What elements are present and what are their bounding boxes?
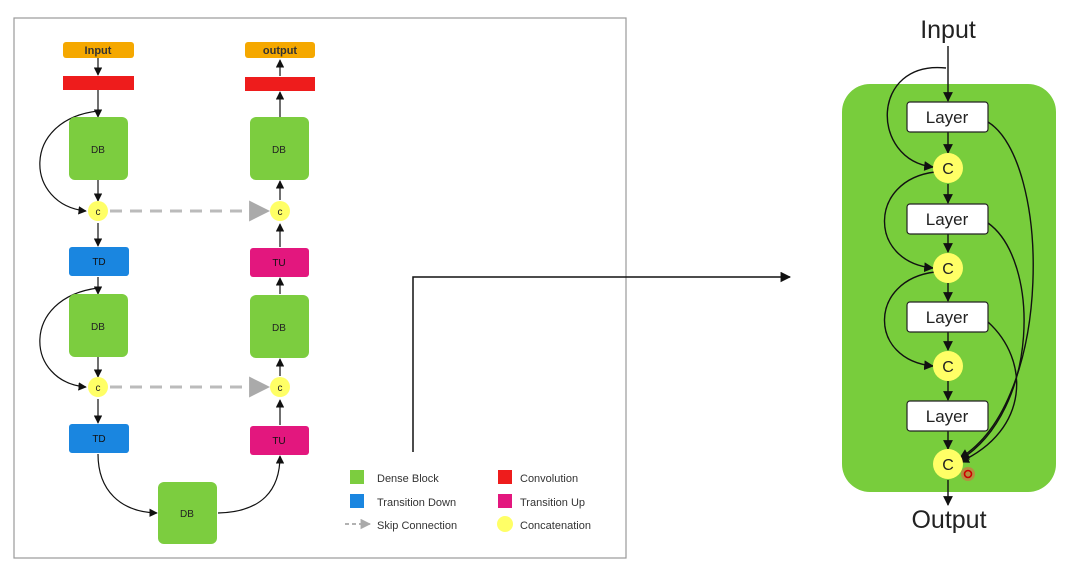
left-input-box — [63, 42, 134, 58]
legend-label-concatenation: Concatenation — [520, 520, 591, 532]
cursor-highlight — [961, 467, 975, 481]
dense-block-detail-panel — [842, 84, 1056, 492]
detail-concat-4-label: C — [942, 457, 954, 474]
legend-label-transition-up: Transition Up — [520, 497, 585, 509]
legend: Dense Block Convolution Transition Down … — [345, 470, 591, 532]
detail-concat-2-label: C — [942, 261, 954, 278]
up-dense-block-1-label: DB — [272, 145, 286, 156]
detail-concat-1-label: C — [942, 161, 954, 178]
up-concat-1-label: c — [278, 207, 283, 218]
transition-down-2 — [69, 424, 129, 453]
left-input-label: Input — [85, 45, 112, 57]
up-dense-block-2 — [250, 295, 309, 358]
legend-swatch-transition-down — [350, 494, 364, 508]
legend-label-skip-connection: Skip Connection — [377, 520, 457, 532]
left-output-label: output — [263, 45, 298, 57]
layer-label-3: Layer — [926, 308, 969, 327]
left-output-box — [245, 42, 315, 58]
left-panel-frame — [13, 17, 627, 559]
convolution-in — [63, 76, 134, 90]
expansion-arrow — [412, 271, 792, 452]
layer-label-1: Layer — [926, 108, 969, 127]
bottleneck-label: DB — [180, 509, 194, 520]
legend-label-convolution: Convolution — [520, 473, 578, 485]
right-input-label: Input — [920, 16, 976, 44]
right-output-label: Output — [911, 506, 986, 534]
detail-concat-4 — [933, 449, 963, 479]
layer-label-2: Layer — [926, 210, 969, 229]
legend-swatch-transition-up — [498, 494, 512, 508]
layer-box-3 — [906, 301, 989, 333]
up-concat-1 — [270, 201, 290, 221]
detail-concat-2 — [933, 253, 963, 283]
down-dense-block-2-label: DB — [91, 322, 105, 333]
legend-swatch-convolution — [498, 470, 512, 484]
up-concat-2-label: c — [278, 383, 283, 394]
detail-concat-3-label: C — [942, 359, 954, 376]
bottleneck-dense-block — [158, 482, 217, 544]
detail-concat-3 — [933, 351, 963, 381]
transition-up-2 — [250, 426, 309, 455]
cursor-pointer — [963, 469, 973, 479]
legend-label-transition-down: Transition Down — [377, 497, 456, 509]
up-dense-block-1 — [250, 117, 309, 180]
up-dense-block-2-label: DB — [272, 323, 286, 334]
transition-down-2-label: TD — [92, 434, 105, 445]
down-dense-block-1-label: DB — [91, 145, 105, 156]
down-concat-2 — [88, 377, 108, 397]
legend-label-dense-block: Dense Block — [377, 473, 439, 485]
transition-down-1-label: TD — [92, 257, 105, 268]
legend-swatch-concatenation — [497, 516, 513, 532]
convolution-out — [245, 77, 315, 91]
layer-label-4: Layer — [926, 407, 969, 426]
detail-concat-1 — [933, 153, 963, 183]
down-concat-1 — [88, 201, 108, 221]
layer-box-4 — [906, 400, 989, 432]
up-concat-2 — [270, 377, 290, 397]
layer-box-2 — [906, 203, 989, 235]
transition-down-1 — [69, 247, 129, 276]
down-dense-block-2 — [69, 294, 128, 357]
down-dense-block-1 — [69, 117, 128, 180]
layer-box-1 — [906, 101, 989, 133]
legend-swatch-dense-block — [350, 470, 364, 484]
transition-up-1 — [250, 248, 309, 277]
transition-up-2-label: TU — [272, 436, 285, 447]
down-concat-1-label: c — [96, 207, 101, 218]
down-concat-2-label: c — [96, 383, 101, 394]
transition-up-1-label: TU — [272, 258, 285, 269]
